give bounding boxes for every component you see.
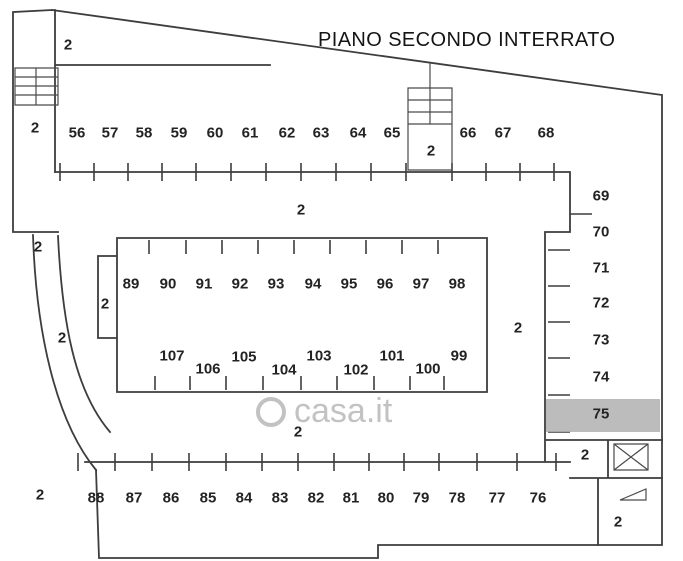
parking-spot-63: 63 [312, 124, 330, 142]
top-row-ticks [59, 163, 555, 181]
parking-spot-106: 106 [195, 360, 221, 378]
parking-spot-85: 85 [199, 489, 217, 507]
parking-spot-58: 58 [135, 124, 153, 142]
parking-spot-107: 107 [159, 347, 185, 365]
parking-spot-100: 100 [415, 360, 441, 378]
parking-spot-97: 97 [412, 275, 430, 293]
parking-spot-79: 79 [412, 489, 430, 507]
zone-label-5: 2 [33, 238, 43, 256]
zone-label-11: 2 [35, 486, 45, 504]
parking-walls [54, 171, 663, 546]
parking-spot-76: 76 [529, 489, 547, 507]
parking-spot-61: 61 [241, 124, 259, 142]
parking-spot-95: 95 [340, 275, 358, 293]
parking-spot-89: 89 [122, 275, 140, 293]
parking-spot-77: 77 [488, 489, 506, 507]
zone-label-3: 2 [426, 142, 436, 160]
parking-spot-67: 67 [494, 124, 512, 142]
parking-spot-64: 64 [349, 124, 367, 142]
parking-spot-81: 81 [342, 489, 360, 507]
parking-spot-68: 68 [537, 124, 555, 142]
parking-spot-101: 101 [379, 347, 405, 365]
zone-label-9: 2 [293, 423, 303, 441]
outer-walls [12, 8, 664, 559]
ramp-curves [32, 234, 112, 472]
zone-label-7: 2 [57, 329, 67, 347]
parking-spot-57: 57 [101, 124, 119, 142]
door-icon [619, 488, 647, 501]
parking-spot-56: 56 [68, 124, 86, 142]
zone-label-4: 2 [296, 201, 306, 219]
parking-spot-103: 103 [306, 347, 332, 365]
parking-spot-69: 69 [592, 187, 610, 205]
parking-spot-84: 84 [235, 489, 253, 507]
shaft-x-icon [613, 443, 649, 471]
parking-spot-62: 62 [278, 124, 296, 142]
plan-title: PIANO SECONDO INTERRATO [318, 29, 616, 51]
parking-spot-74: 74 [592, 368, 610, 386]
parking-spot-88: 88 [87, 489, 105, 507]
zone-label-1: 2 [63, 36, 73, 54]
right-column-ticks [548, 213, 592, 433]
parking-spot-82: 82 [307, 489, 325, 507]
parking-spot-99: 99 [450, 347, 468, 365]
parking-spot-59: 59 [170, 124, 188, 142]
parking-spot-92: 92 [231, 275, 249, 293]
zone-label-6: 2 [100, 295, 110, 313]
parking-spot-73: 73 [592, 331, 610, 349]
parking-spot-102: 102 [343, 361, 369, 379]
parking-spot-93: 93 [267, 275, 285, 293]
zone-label-2: 2 [30, 119, 40, 137]
parking-spot-98: 98 [448, 275, 466, 293]
parking-spot-80: 80 [377, 489, 395, 507]
parking-spot-86: 86 [162, 489, 180, 507]
parking-spot-105: 105 [231, 348, 257, 366]
parking-spot-96: 96 [376, 275, 394, 293]
stairs-icon-top-center [407, 63, 453, 171]
stairs-icon-top-left [14, 67, 59, 106]
parking-spot-78: 78 [448, 489, 466, 507]
parking-spot-90: 90 [159, 275, 177, 293]
zone-label-10: 2 [580, 446, 590, 464]
parking-spot-60: 60 [206, 124, 224, 142]
parking-spot-91: 91 [195, 275, 213, 293]
parking-spot-104: 104 [271, 361, 297, 379]
spot-75-highlight [546, 399, 660, 432]
zone-label-12: 2 [613, 513, 623, 531]
parking-spot-83: 83 [271, 489, 289, 507]
parking-spot-70: 70 [592, 223, 610, 241]
bottom-row-ticks [77, 453, 557, 471]
parking-spot-75: 75 [592, 405, 610, 423]
parking-spot-72: 72 [592, 294, 610, 312]
parking-spot-65: 65 [383, 124, 401, 142]
parking-spot-87: 87 [125, 489, 143, 507]
center-block-ticks [148, 240, 445, 390]
parking-spot-71: 71 [592, 259, 610, 277]
parking-spot-66: 66 [459, 124, 477, 142]
parking-spot-94: 94 [304, 275, 322, 293]
zone-label-8: 2 [513, 319, 523, 337]
